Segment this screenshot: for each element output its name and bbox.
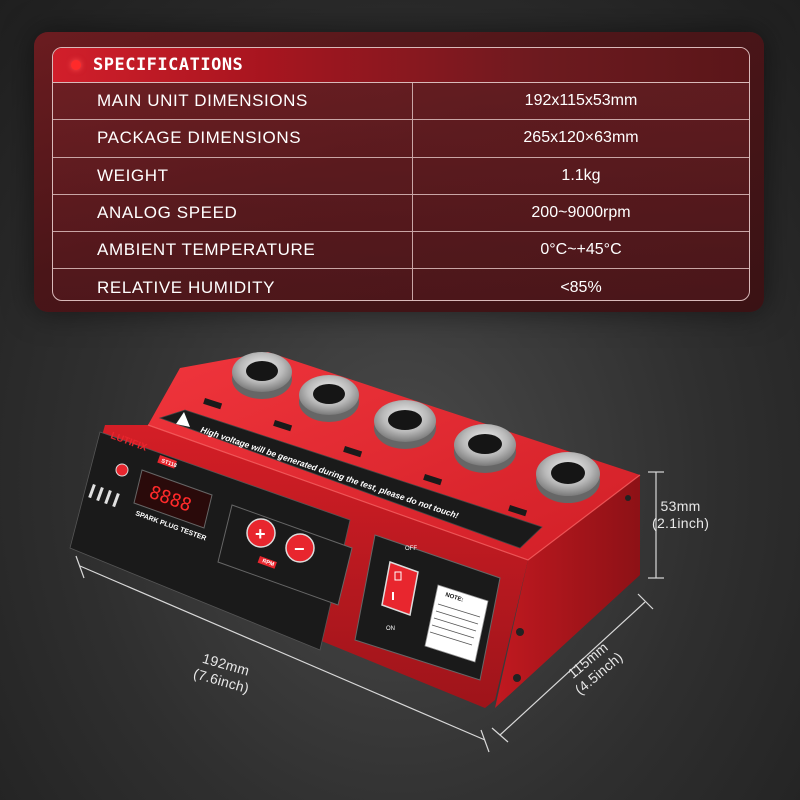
side-port-icon xyxy=(625,495,631,501)
socket-ring xyxy=(299,375,359,422)
spec-label: RELATIVE HUMIDITY xyxy=(53,269,413,300)
spec-label: MAIN UNIT DIMENSIONS xyxy=(53,83,413,120)
minus-button-label: − xyxy=(294,539,305,559)
spec-row: WEIGHT 1.1kg xyxy=(53,157,749,195)
spec-row: MAIN UNIT DIMENSIONS 192x115x53mm xyxy=(53,83,749,121)
device-side-panel xyxy=(495,475,640,708)
spark-indicator-icons xyxy=(203,398,528,517)
height-mm: 53mm xyxy=(660,498,701,514)
height-dimension-label: 53mm (2.1inch) xyxy=(652,498,709,532)
spec-header: SPECIFICATIONS xyxy=(53,48,749,83)
model-label: ST118 xyxy=(160,458,177,469)
rpm-label: RPM xyxy=(261,558,275,568)
spec-label: WEIGHT xyxy=(53,157,413,194)
rpm-badge xyxy=(257,556,277,569)
spec-value: 265x120×63mm xyxy=(523,129,639,147)
spark-plug-sockets xyxy=(232,352,600,503)
side-port-icon xyxy=(513,674,521,682)
plus-button[interactable] xyxy=(246,518,276,548)
socket-ring xyxy=(454,424,516,473)
switch-o-mark-icon xyxy=(394,571,402,581)
spark-plug-icons xyxy=(88,484,120,508)
digital-display xyxy=(133,469,213,529)
socket-ring xyxy=(374,400,436,449)
warning-triangle-icon xyxy=(176,412,190,427)
model-badge xyxy=(157,455,177,469)
spec-title: SPECIFICATIONS xyxy=(93,55,244,75)
spec-value: 192x115x53mm xyxy=(524,92,638,110)
minus-button[interactable] xyxy=(285,533,315,563)
spec-value: <85% xyxy=(560,278,602,296)
spec-value: 200~9000rpm xyxy=(531,204,631,222)
switch-i-mark-icon xyxy=(392,592,394,600)
spec-row: PACKAGE DIMENSIONS 265x120×63mm xyxy=(53,120,749,158)
spec-label: ANALOG SPEED xyxy=(53,194,413,232)
switch-on-label: ON xyxy=(386,626,395,632)
dimension-lines xyxy=(75,471,664,753)
spec-value: 0°C~+45°C xyxy=(540,241,622,259)
note-box xyxy=(424,584,489,663)
height-inch: (2.1inch) xyxy=(652,515,710,531)
power-indicator-icon xyxy=(115,463,129,477)
power-switch[interactable] xyxy=(381,560,419,617)
socket-ring xyxy=(232,352,292,399)
spec-table: SPECIFICATIONS MAIN UNIT DIMENSIONS 192x… xyxy=(52,47,750,301)
note-lines xyxy=(429,603,481,646)
spec-value: 1.1kg xyxy=(561,166,601,184)
socket-ring xyxy=(536,452,600,503)
spec-row: RELATIVE HUMIDITY <85% xyxy=(53,269,749,300)
note-title: NOTE: xyxy=(444,592,464,603)
spec-rows: MAIN UNIT DIMENSIONS 192x115x53mm PACKAG… xyxy=(53,83,749,300)
bullet-dot-icon xyxy=(71,60,81,70)
spec-label: AMBIENT TEMPERATURE xyxy=(53,232,413,269)
spec-row: AMBIENT TEMPERATURE 0°C~+45°C xyxy=(53,232,749,270)
warning-strip xyxy=(158,409,543,549)
plus-button-label: + xyxy=(255,524,266,544)
switch-off-label: OFF xyxy=(405,546,417,552)
spec-label: PACKAGE DIMENSIONS xyxy=(53,120,413,157)
side-port-icon xyxy=(516,628,524,636)
spec-row: ANALOG SPEED 200~9000rpm xyxy=(53,194,749,233)
